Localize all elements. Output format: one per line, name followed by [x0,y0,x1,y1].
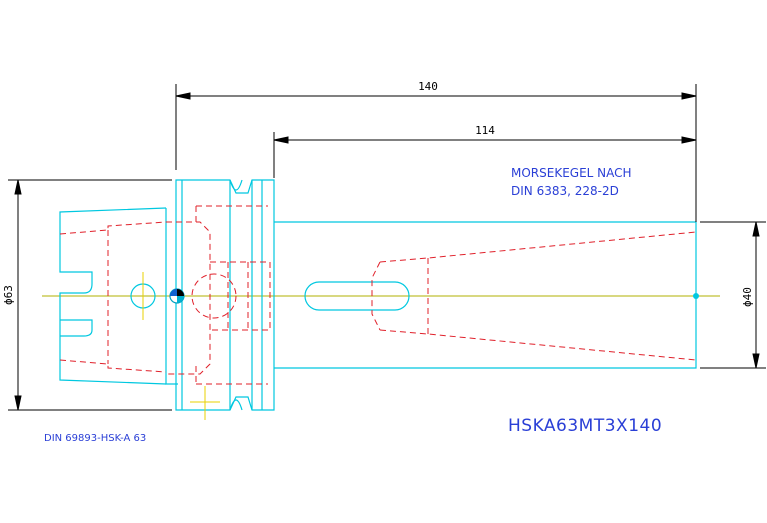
flange-outline [165,208,178,385]
hsk-taper-outline [59,207,167,385]
shank-outline [274,221,697,369]
center-markers [169,288,699,304]
taper-note-line2: DIN 6383, 228-2D [511,184,619,198]
dim-shank-diameter: ϕ40 [741,287,754,307]
dim-flange-diameter: ϕ63 [2,285,15,305]
part-number: HSKA63MT3X140 [508,416,662,436]
tool-outline [59,179,697,411]
standard-label: DIN 69893-HSK-A 63 [44,433,146,444]
hidden-lines [59,205,697,385]
dim-shank-length: 114 [475,124,495,137]
dim-overall-length: 140 [418,80,438,93]
crosshairs [142,272,220,420]
coolant-slot [304,281,410,311]
dimension-lines [8,84,766,411]
taper-note-line1: MORSEKEGEL NACH [511,166,632,180]
